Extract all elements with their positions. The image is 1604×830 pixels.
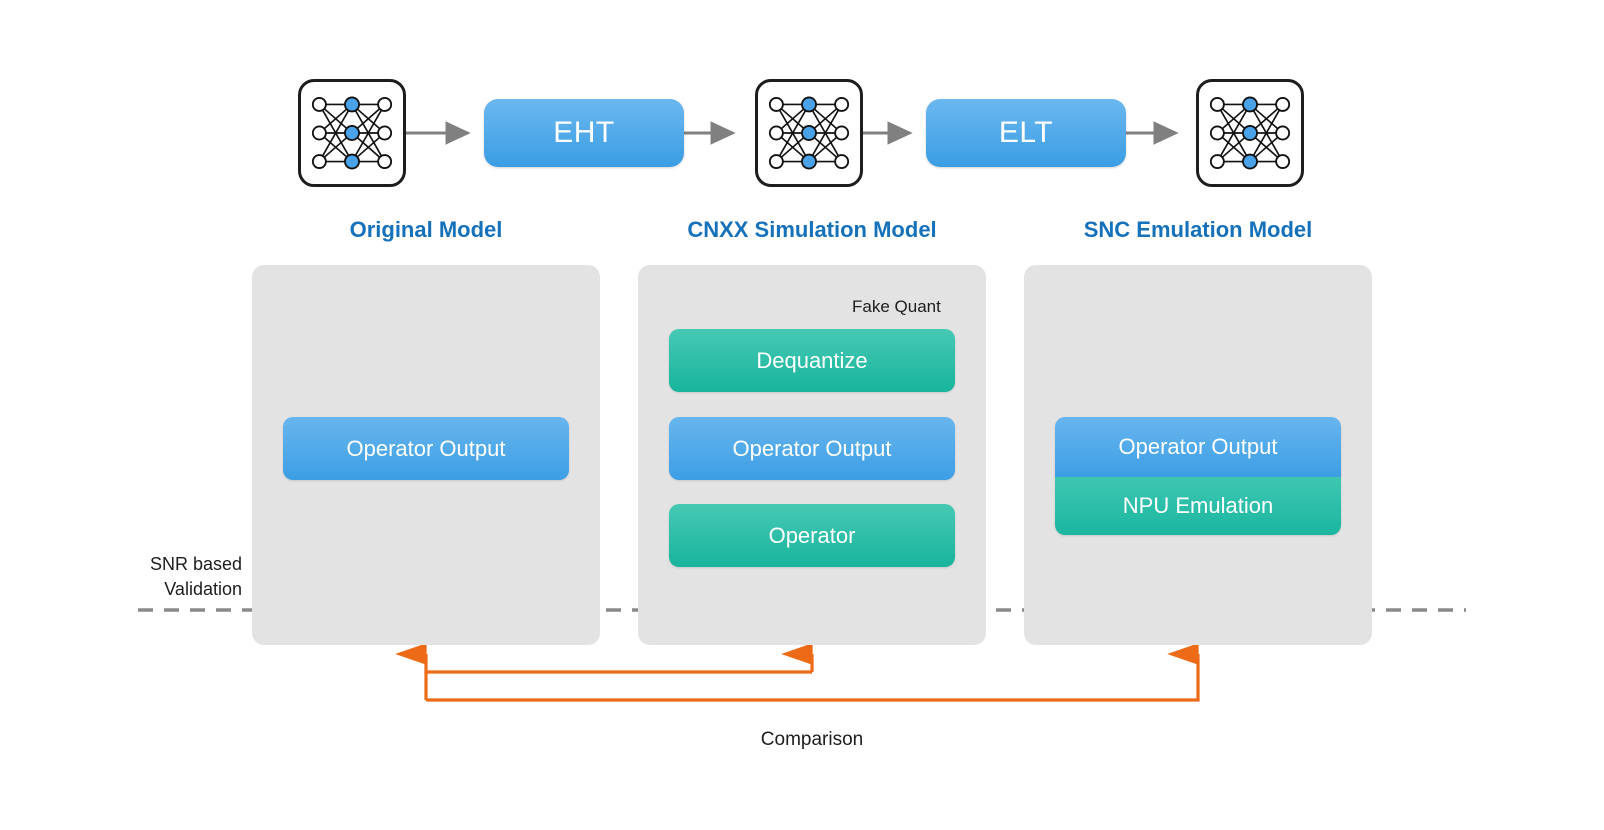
block-label: Operator [768,522,856,548]
block-simulation-operator-output[interactable]: Operator Output [669,417,955,480]
block-original-operator-output[interactable]: Operator Output [283,417,569,480]
fake-quant-annotation: Fake Quant [852,297,941,316]
block-simulation-operator[interactable]: Operator [669,504,955,567]
snr-validation-line2: Validation [164,578,242,599]
eht-label: EHT [553,116,615,149]
neural-net-glyph [1209,96,1291,170]
elt-stage-box[interactable]: ELT [926,99,1126,167]
comparison-connectors [426,654,1200,702]
comparison-label: Comparison [760,729,864,750]
eht-stage-box[interactable]: EHT [484,99,684,167]
block-simulation-dequantize[interactable]: Dequantize [669,329,955,392]
snr-validation-line1: SNR based [149,554,242,574]
column-title-simulation: CNXX Simulation Model [687,217,937,242]
block-label: Operator Output [732,435,892,461]
column-title-original: Original Model [349,217,503,242]
block-label: Operator Output [1118,434,1278,459]
neural-net-glyph [768,96,850,170]
snr-validation-label: SNR based Validation [10,552,242,602]
block-emulation-operator-output[interactable]: Operator Output [1055,417,1341,477]
block-label: Operator Output [346,435,506,461]
neural-net-glyph [311,96,393,170]
original-network-icon [298,79,406,187]
block-label: Dequantize [756,347,868,373]
elt-label: ELT [998,116,1054,149]
column-title-emulation: SNC Emulation Model [1083,217,1313,242]
block-label: NPU Emulation [1122,493,1274,518]
block-emulation-npu-emulation[interactable]: NPU Emulation [1055,477,1341,535]
emulation-network-icon [1196,79,1304,187]
simulation-network-icon [755,79,863,187]
